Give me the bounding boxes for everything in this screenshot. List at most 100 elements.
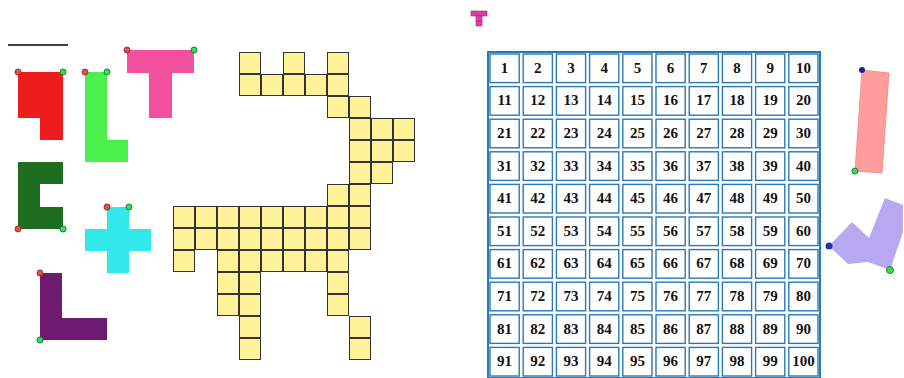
vertex-dot bbox=[104, 204, 110, 210]
figure-square bbox=[262, 229, 283, 250]
table-number: 69 bbox=[754, 248, 787, 281]
table-number: 53 bbox=[554, 215, 587, 248]
number-table bbox=[488, 52, 820, 378]
vertex-dot bbox=[124, 47, 130, 53]
table-number: 44 bbox=[588, 182, 621, 215]
table-number: 49 bbox=[754, 182, 787, 215]
table-number: 20 bbox=[787, 85, 820, 118]
figure-square bbox=[196, 207, 217, 228]
figure-square bbox=[240, 339, 261, 360]
figure-square bbox=[218, 295, 239, 316]
figure-square bbox=[350, 229, 371, 250]
table-number: 62 bbox=[521, 248, 554, 281]
vertex-dot bbox=[852, 168, 858, 174]
square-figure bbox=[174, 53, 415, 360]
table-number: 68 bbox=[720, 248, 753, 281]
table-number: 76 bbox=[654, 280, 687, 313]
figure-square bbox=[306, 75, 327, 96]
figure-square bbox=[350, 185, 371, 206]
table-number: 41 bbox=[488, 182, 521, 215]
figure-square bbox=[240, 273, 261, 294]
table-number: 73 bbox=[554, 280, 587, 313]
figure-square bbox=[240, 53, 261, 74]
figure-square bbox=[174, 229, 195, 250]
table-number: 38 bbox=[720, 150, 753, 183]
figure-square bbox=[240, 317, 261, 338]
table-number: 11 bbox=[488, 85, 521, 118]
table-number: 94 bbox=[588, 345, 621, 378]
figure-square bbox=[350, 207, 371, 228]
table-number: 48 bbox=[720, 182, 753, 215]
table-number: 43 bbox=[554, 182, 587, 215]
table-number: 72 bbox=[521, 280, 554, 313]
table-number: 82 bbox=[521, 313, 554, 346]
table-number: 57 bbox=[687, 215, 720, 248]
figure-square bbox=[284, 53, 305, 74]
table-number: 26 bbox=[654, 117, 687, 150]
figure-square bbox=[240, 251, 261, 272]
table-number: 67 bbox=[687, 248, 720, 281]
figure-square bbox=[394, 119, 415, 140]
cyan-piece bbox=[85, 207, 151, 273]
table-number: 31 bbox=[488, 150, 521, 183]
figure-square bbox=[328, 97, 349, 118]
vertex-dot bbox=[37, 337, 43, 343]
table-number: 34 bbox=[588, 150, 621, 183]
table-number: 70 bbox=[787, 248, 820, 281]
vertex-dot bbox=[191, 47, 197, 53]
vertex-dot bbox=[15, 226, 21, 232]
figure-square bbox=[218, 207, 239, 228]
table-number: 28 bbox=[720, 117, 753, 150]
table-number: 9 bbox=[754, 52, 787, 85]
table-number: 21 bbox=[488, 117, 521, 150]
figure-square bbox=[306, 229, 327, 250]
vertex-dot bbox=[887, 267, 894, 274]
table-number: 59 bbox=[754, 215, 787, 248]
rotated-rectangle bbox=[855, 70, 889, 173]
table-number: 2 bbox=[521, 52, 554, 85]
table-number: 50 bbox=[787, 182, 820, 215]
red-piece bbox=[18, 72, 63, 140]
table-number: 75 bbox=[621, 280, 654, 313]
figure-square bbox=[240, 75, 261, 96]
table-number: 30 bbox=[787, 117, 820, 150]
vertex-dot bbox=[104, 69, 110, 75]
table-number: 77 bbox=[687, 280, 720, 313]
table-number: 71 bbox=[488, 280, 521, 313]
vertex-dot bbox=[826, 243, 833, 250]
table-number: 80 bbox=[787, 280, 820, 313]
table-number: 86 bbox=[654, 313, 687, 346]
vertex-dot bbox=[60, 69, 66, 75]
figure-square bbox=[350, 141, 371, 162]
vertex-dot bbox=[60, 226, 66, 232]
table-number: 5 bbox=[621, 52, 654, 85]
table-number: 55 bbox=[621, 215, 654, 248]
table-number: 3 bbox=[554, 52, 587, 85]
table-number: 1 bbox=[488, 52, 521, 85]
table-number: 78 bbox=[720, 280, 753, 313]
table-number: 6 bbox=[654, 52, 687, 85]
figure-square bbox=[350, 119, 371, 140]
table-number: 27 bbox=[687, 117, 720, 150]
figure-square bbox=[350, 317, 371, 338]
table-number: 88 bbox=[720, 313, 753, 346]
table-number: 74 bbox=[588, 280, 621, 313]
table-number: 90 bbox=[787, 313, 820, 346]
dark-green-piece bbox=[18, 162, 63, 229]
figure-square bbox=[350, 163, 371, 184]
table-number: 66 bbox=[654, 248, 687, 281]
table-number: 91 bbox=[488, 345, 521, 378]
figure-square bbox=[328, 207, 349, 228]
figure-square bbox=[372, 163, 393, 184]
table-number: 92 bbox=[521, 345, 554, 378]
table-number: 10 bbox=[787, 52, 820, 85]
figure-square bbox=[350, 97, 371, 118]
table-number: 12 bbox=[521, 85, 554, 118]
table-number: 97 bbox=[687, 345, 720, 378]
table-number: 32 bbox=[521, 150, 554, 183]
table-number: 51 bbox=[488, 215, 521, 248]
table-number: 56 bbox=[654, 215, 687, 248]
table-number: 17 bbox=[687, 85, 720, 118]
table-number: 23 bbox=[554, 117, 587, 150]
table-number: 83 bbox=[554, 313, 587, 346]
